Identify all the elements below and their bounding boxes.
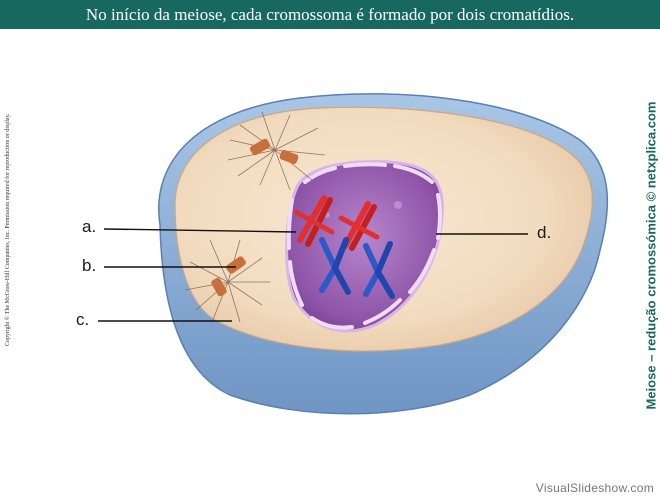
slide-title: No início da meiose, cada cromossoma é f… [85,4,575,24]
chromosome-red-right [338,201,380,251]
leader-line-a [103,228,297,233]
label-c: c. [76,310,89,329]
chromosome-red-left [293,195,335,247]
watermark: VisualSlideshow.com [535,481,654,495]
label-b: b. [82,256,96,275]
chromosome-blue-right [363,241,395,299]
header-bar: No início da meiose, cada cromossoma é f… [0,0,660,29]
centrosome-top [227,111,326,191]
side-caption: Meiose – redução cromossómica © netxplic… [643,101,659,410]
label-d: d. [537,223,551,242]
label-a: a. [82,217,96,236]
centrosome-lower [184,239,270,323]
chromosome-blue-left [319,237,351,295]
